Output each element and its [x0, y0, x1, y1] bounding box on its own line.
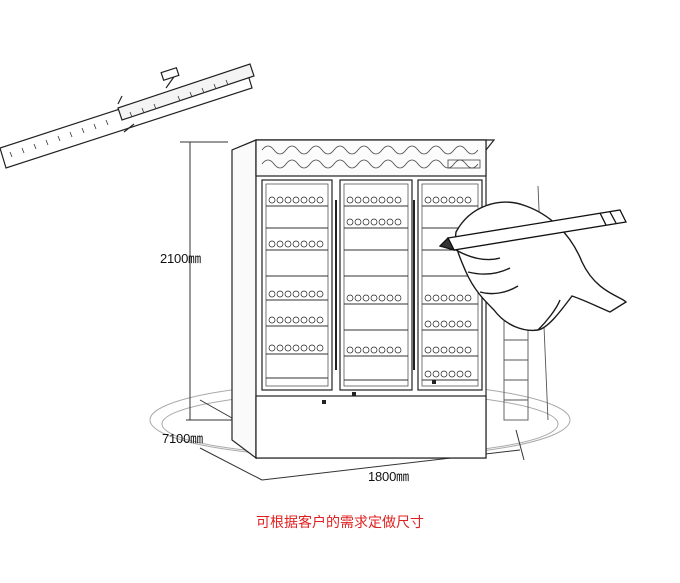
base-vents [322, 380, 436, 404]
depth-dimension-label: 7100㎜ [162, 431, 203, 446]
shelves [266, 205, 478, 381]
dimension-lines [180, 141, 525, 481]
ruler-icon [0, 63, 255, 169]
header-graphics [261, 145, 481, 169]
caption: 可根据客户的需求定做尺寸 [256, 515, 424, 531]
height-dimension-label: 2100㎜ [160, 251, 201, 266]
width-dimension-label: 1800㎜ [368, 469, 409, 484]
pencil-icon [438, 209, 627, 252]
bottles [268, 196, 472, 378]
